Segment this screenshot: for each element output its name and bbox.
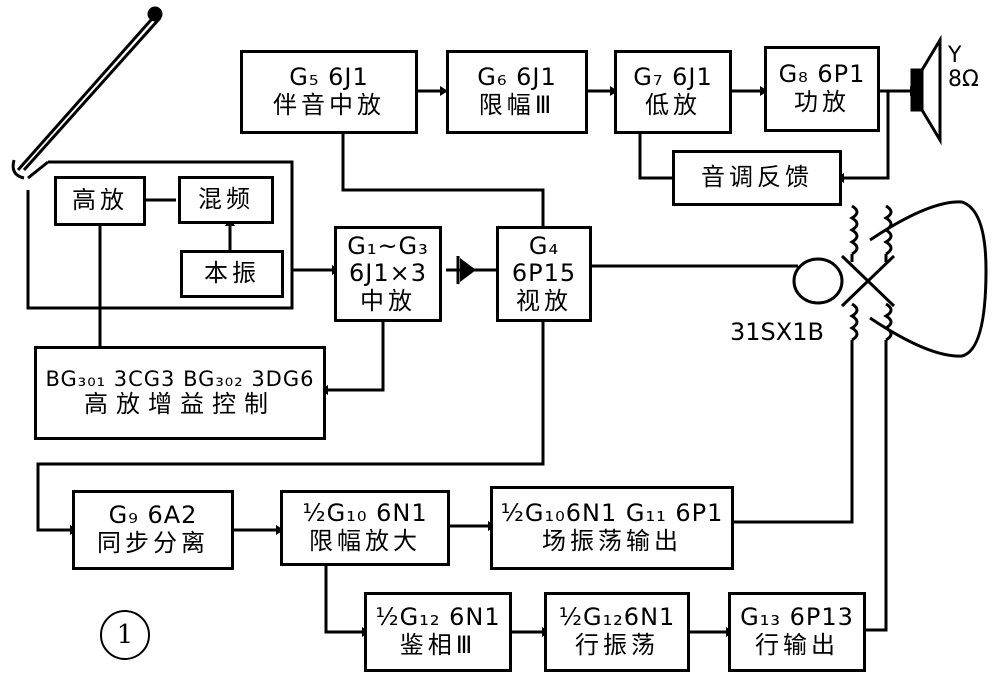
g13-tube-label: G₁₃ 6P13 bbox=[740, 603, 854, 632]
g8-function-label: 功放 bbox=[794, 88, 850, 116]
g6-limiter-block: G₆ 6J1 限幅Ⅲ bbox=[446, 50, 588, 134]
g12a-function-label: 鉴相Ⅲ bbox=[399, 631, 477, 659]
speaker-ref: Y bbox=[948, 43, 962, 68]
g6-function-label: 限幅Ⅲ bbox=[478, 91, 556, 119]
tuner-enclosure bbox=[26, 160, 294, 310]
g7-audio-amp-block: G₇ 6J1 低放 bbox=[614, 50, 732, 134]
g7-function-label: 低放 bbox=[645, 91, 701, 119]
g12a-tube-label: ½G₁₂ 6N1 bbox=[375, 603, 501, 632]
mixer-block: 混频 bbox=[178, 176, 274, 224]
g5-tube-label: G₅ 6J1 bbox=[289, 63, 369, 92]
diode-icon bbox=[456, 256, 476, 284]
rf-amp-block: 高放 bbox=[54, 176, 146, 226]
g1-g3-count-label: 6J1×3 bbox=[349, 259, 427, 288]
g9-function-label: 同步分离 bbox=[97, 529, 209, 557]
g10a-function-label: 限幅放大 bbox=[309, 527, 421, 555]
figure-number: 1 bbox=[100, 610, 150, 660]
local-osc-block: 本振 bbox=[180, 250, 284, 298]
rf-gain-function-label: 高放增益控制 bbox=[84, 390, 276, 419]
g10b-vertical-osc-output-block: ½G₁₀6N1 G₁₁ 6P1 场振荡输出 bbox=[490, 486, 734, 570]
g8-power-amp-block: G₈ 6P1 功放 bbox=[764, 46, 880, 132]
rf-gain-transistors-label: BG₃₀₁ 3CG3 BG₃₀₂ 3DG6 bbox=[45, 367, 315, 392]
crt-label: 31SX1B bbox=[730, 318, 824, 346]
tone-feedback-label: 音调反馈 bbox=[701, 163, 813, 192]
g4-function-label: 视放 bbox=[516, 286, 572, 315]
rf-gain-control-block: BG₃₀₁ 3CG3 BG₃₀₂ 3DG6 高放增益控制 bbox=[34, 346, 326, 440]
mixer-label: 混频 bbox=[198, 185, 254, 214]
g10b-tube-label: ½G₁₀6N1 G₁₁ 6P1 bbox=[500, 499, 724, 528]
g4-video-amp-block: G₄ 6P15 视放 bbox=[496, 226, 592, 322]
g5-function-label: 伴音中放 bbox=[273, 91, 385, 119]
g10a-limiter-amp-block: ½G₁₀ 6N1 限幅放大 bbox=[280, 490, 450, 566]
g10b-function-label: 场振荡输出 bbox=[542, 527, 682, 555]
antenna-icon bbox=[11, 6, 163, 180]
g12b-tube-label: ½G₁₂6N1 bbox=[558, 603, 676, 632]
g13-horizontal-output-block: G₁₃ 6P13 行输出 bbox=[728, 592, 866, 672]
g1-g3-if-amp-block: G₁~G₃ 6J1×3 中放 bbox=[334, 226, 442, 322]
g6-tube-label: G₆ 6J1 bbox=[477, 63, 557, 92]
g4-tube-label: G₄ bbox=[528, 231, 560, 260]
g9-sync-separator-block: G₉ 6A2 同步分离 bbox=[72, 490, 234, 570]
g7-tube-label: G₇ 6J1 bbox=[633, 63, 713, 92]
g13-function-label: 行输出 bbox=[755, 631, 839, 659]
speaker-label: Y 8Ω bbox=[948, 43, 979, 93]
g1-g3-function-label: 中放 bbox=[360, 286, 416, 315]
rf-amp-label: 高放 bbox=[72, 186, 128, 215]
g12b-function-label: 行振荡 bbox=[575, 631, 659, 659]
g12a-phase-detector-block: ½G₁₂ 6N1 鉴相Ⅲ bbox=[364, 592, 512, 672]
g10a-tube-label: ½G₁₀ 6N1 bbox=[302, 499, 428, 528]
g1-g3-tube-label: G₁~G₃ bbox=[347, 231, 429, 260]
g4-type-label: 6P15 bbox=[511, 259, 577, 288]
crt-tube-icon bbox=[792, 200, 988, 358]
g8-tube-label: G₈ 6P1 bbox=[778, 60, 866, 89]
g9-tube-label: G₉ 6A2 bbox=[108, 501, 198, 530]
g12b-horizontal-osc-block: ½G₁₂6N1 行振荡 bbox=[544, 592, 690, 672]
speaker-impedance: 8Ω bbox=[948, 67, 979, 93]
g5-sound-if-amp-block: G₅ 6J1 伴音中放 bbox=[240, 50, 418, 134]
local-osc-label: 本振 bbox=[204, 259, 260, 288]
tone-feedback-block: 音调反馈 bbox=[672, 150, 842, 206]
